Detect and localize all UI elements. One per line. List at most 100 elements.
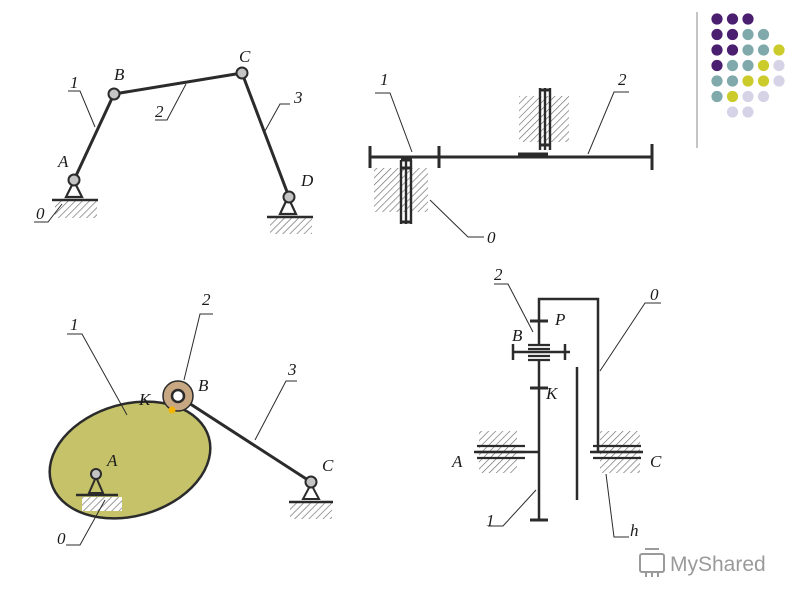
decorative-dot xyxy=(711,44,723,56)
follower-link xyxy=(177,394,312,484)
decorative-dot xyxy=(757,75,770,87)
decorative-dot xyxy=(726,44,739,56)
label-ground: 0 xyxy=(36,204,45,223)
joint-a xyxy=(67,173,81,187)
contact-point-k xyxy=(168,406,176,414)
label-follower: 3 xyxy=(287,360,297,379)
decorative-dot xyxy=(711,59,723,72)
label-point-a: A xyxy=(106,451,118,470)
label-point-b: B xyxy=(198,376,209,395)
decorative-dot xyxy=(711,28,723,41)
leader-part-1 xyxy=(375,92,413,153)
label-ground: 0 xyxy=(487,228,496,247)
leader-cam xyxy=(67,333,128,416)
ground-support-c xyxy=(301,481,321,500)
label-part-2: 2 xyxy=(494,265,503,284)
leader-link-3 xyxy=(264,103,290,132)
decorative-dot xyxy=(711,13,723,25)
watermark-logo-icon xyxy=(639,548,665,577)
label-roller: 2 xyxy=(202,290,211,309)
pivot-a xyxy=(90,468,102,480)
watermark: MyShared xyxy=(639,548,766,577)
cam-labels: 1 2 3 0 A B C K xyxy=(57,290,334,548)
decorative-dot xyxy=(757,28,770,41)
decorative-dot xyxy=(742,90,754,103)
label-part-2: 2 xyxy=(618,70,627,89)
bearing-a xyxy=(477,444,525,460)
decorative-dot xyxy=(773,44,785,56)
label-part-1: 1 xyxy=(380,70,389,89)
leader-part-2 xyxy=(587,91,629,155)
decorative-dot xyxy=(742,59,754,72)
label-carrier: h xyxy=(630,521,639,540)
decorative-dot xyxy=(711,90,723,103)
label-point-k: K xyxy=(545,384,559,403)
label-point-a: A xyxy=(451,452,463,471)
decorative-dot xyxy=(742,75,754,87)
link-2 xyxy=(113,71,243,96)
roller-pin-b xyxy=(170,388,186,404)
leader-part-2 xyxy=(494,283,534,333)
planet-gear-b xyxy=(528,343,550,362)
decorative-dot xyxy=(726,90,739,103)
label-joint-d: D xyxy=(300,171,314,190)
leader-part-1 xyxy=(488,489,537,527)
decorative-dot xyxy=(773,75,785,87)
leader-ground xyxy=(66,499,106,546)
gear-shaft-labels: 1 2 0 xyxy=(380,70,627,247)
label-contact-k: K xyxy=(138,390,152,409)
label-part-0: 0 xyxy=(650,285,659,304)
decorative-dot xyxy=(742,44,754,56)
label-link-1: 1 xyxy=(70,73,79,92)
label-part-1: 1 xyxy=(486,511,495,530)
linkage-labels: 1 2 3 0 A B C D xyxy=(36,47,314,223)
leader-ground xyxy=(34,203,63,223)
label-ground: 0 xyxy=(57,529,66,548)
pivot-c xyxy=(304,475,318,489)
decorative-dot xyxy=(742,106,754,118)
cam-figure xyxy=(48,313,333,546)
decorative-dot xyxy=(711,75,723,87)
label-point-c: C xyxy=(322,456,334,475)
ground-support-d xyxy=(267,194,313,234)
label-link-3: 3 xyxy=(293,88,303,107)
leader-carrier xyxy=(605,473,629,538)
decorative-dot xyxy=(742,28,754,41)
label-point-c: C xyxy=(650,452,662,471)
label-joint-c: C xyxy=(239,47,251,66)
decorative-dot xyxy=(773,59,785,72)
label-cam: 1 xyxy=(70,315,79,334)
gear-shaft-figure xyxy=(368,88,654,238)
watermark-text: MyShared xyxy=(670,553,766,576)
leader-follower xyxy=(254,380,297,441)
joint-c xyxy=(235,66,249,80)
ground-hatch-a xyxy=(82,497,122,511)
decorative-dot xyxy=(726,13,739,25)
joint-d xyxy=(282,190,296,204)
ground-support-a xyxy=(87,474,105,494)
label-joint-a: A xyxy=(57,152,69,171)
leader-ground xyxy=(429,199,484,238)
decorative-dot xyxy=(757,90,770,103)
ground-hatch-c xyxy=(290,503,332,519)
decorative-dot xyxy=(726,75,739,87)
joint-b xyxy=(107,87,121,101)
decorative-dot xyxy=(757,59,770,72)
label-joint-b: B xyxy=(114,65,125,84)
leader-link-2 xyxy=(155,83,187,121)
link-3 xyxy=(240,72,291,198)
planetary-labels: 2 0 1 h P B K A C xyxy=(451,265,662,540)
label-link-2: 2 xyxy=(155,102,164,121)
label-point-p: P xyxy=(554,310,565,329)
leader-roller xyxy=(183,313,213,381)
ground-support-a xyxy=(52,178,98,218)
bearing-c xyxy=(593,444,641,460)
leader-part-0 xyxy=(599,302,661,372)
linkage-figure xyxy=(34,66,313,234)
leader-link-1 xyxy=(68,90,96,128)
decorative-dot xyxy=(726,106,739,118)
decorative-dot-grid xyxy=(711,13,785,118)
bearing-right xyxy=(538,88,552,150)
